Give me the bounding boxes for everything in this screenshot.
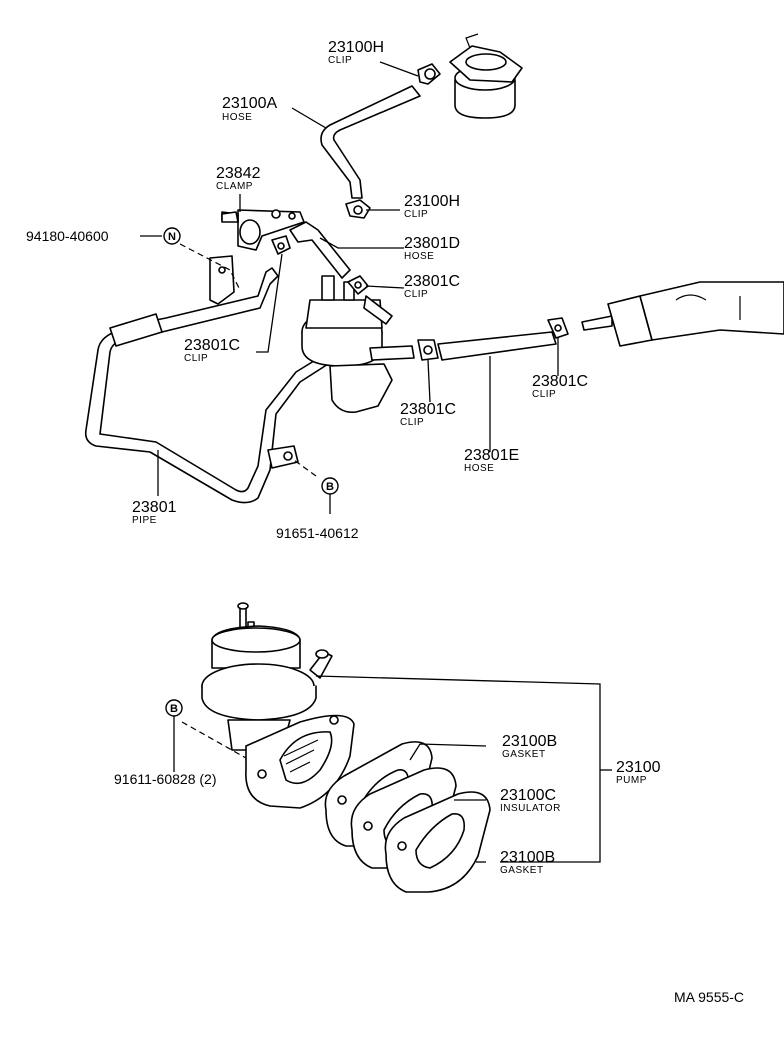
callout-number: 23100H <box>328 39 384 56</box>
pipe-bracket-lower <box>267 445 299 469</box>
callout-desc: PUMP <box>616 775 647 786</box>
callout-number: 23801C <box>532 373 588 390</box>
engine-fitting-right <box>581 281 784 347</box>
callout-desc: CLIP <box>328 55 352 66</box>
callout-number: 23100 <box>616 759 661 776</box>
callout-desc: CLIP <box>184 353 208 364</box>
callout-desc: CLIP <box>532 389 556 400</box>
callout-desc: GASKET <box>502 749 546 760</box>
svg-text:B: B <box>326 481 334 493</box>
fastener-number: 91611-60828 (2) <box>114 771 216 787</box>
svg-text:B: B <box>170 703 178 715</box>
fuel-pump-upper <box>301 275 393 414</box>
callout-desc: CLIP <box>404 209 428 220</box>
hose-23801e <box>437 331 557 361</box>
callout-number: 23801 <box>132 499 177 516</box>
callout-labels: 23100H CLIP 23100A HOSE 23842 CLAMP 2310… <box>132 39 661 876</box>
callout-number: 23100B <box>502 733 557 750</box>
callout-desc: HOSE <box>404 251 434 262</box>
callout-number: 23801D <box>404 235 460 252</box>
clip-23100h-mid-part <box>345 199 371 219</box>
bolt-94180-part <box>221 211 239 223</box>
callout-number: 23842 <box>216 165 261 182</box>
callout-number: 23100B <box>500 849 555 866</box>
marker-b-icon: B <box>321 477 339 495</box>
carburetor-body <box>449 33 523 119</box>
callout-desc: GASKET <box>500 865 544 876</box>
fastener-number: 94180-40600 <box>26 228 109 244</box>
marker-n-icon: N <box>163 227 181 245</box>
callout-desc: CLIP <box>400 417 424 428</box>
clamp-23842-part <box>221 209 305 251</box>
svg-text:N: N <box>168 231 176 243</box>
callout-number: 23100C <box>500 787 556 804</box>
pump-flange <box>245 714 355 809</box>
callout-number: 23100H <box>404 193 460 210</box>
pump-outlet-tube <box>369 345 415 361</box>
pipe-bracket <box>209 255 235 305</box>
leader-lines <box>140 61 612 863</box>
clip-23100h-top-part <box>417 63 441 85</box>
callout-number: 23100A <box>222 95 277 112</box>
hose-23100a <box>320 85 421 199</box>
callout-number: 23801C <box>184 337 240 354</box>
callout-desc: HOSE <box>222 112 252 123</box>
clip-23801c-center-part <box>417 339 439 361</box>
marker-b-icon: B <box>165 699 183 717</box>
callout-number: 23801E <box>464 447 519 464</box>
callout-number: 23801C <box>400 401 456 418</box>
clip-23801c-left-part <box>271 235 291 255</box>
pipe-23801 <box>84 267 351 504</box>
callout-number: 23801C <box>404 273 460 290</box>
callout-desc: CLAMP <box>216 181 253 192</box>
fastener-number: 91651-40612 <box>276 525 359 541</box>
clip-23801c-right-part <box>547 317 569 339</box>
callout-desc: PIPE <box>132 515 157 526</box>
diagram-code: MA 9555-C <box>674 989 744 1005</box>
callout-desc: CLIP <box>404 289 428 300</box>
callout-desc: HOSE <box>464 463 494 474</box>
gasket-23100b-bottom-part <box>384 791 491 893</box>
fastener-labels: 94180-40600 91651-40612 91611-60828 (2) <box>26 228 359 787</box>
hose-23801d <box>289 221 351 279</box>
callout-desc: INSULATOR <box>500 803 561 814</box>
